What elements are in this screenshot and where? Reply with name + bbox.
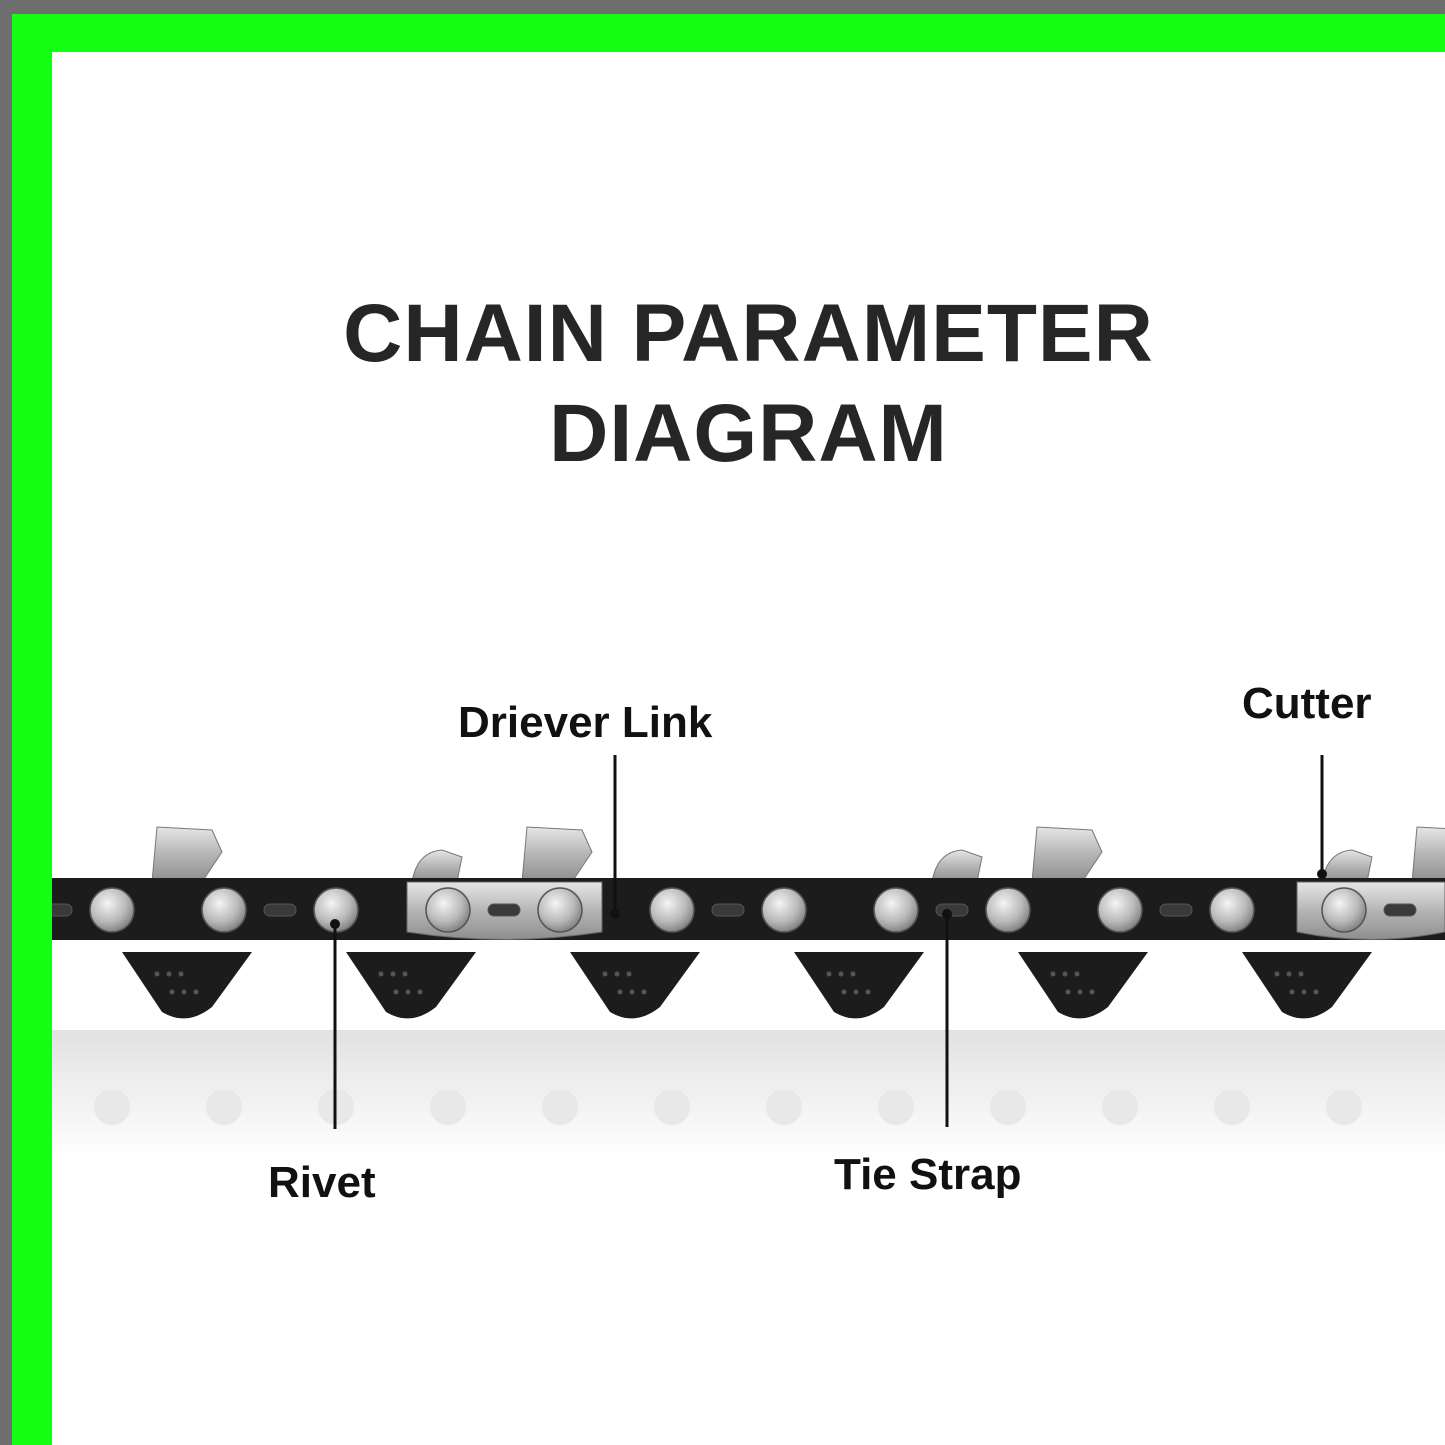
- chain-reflection: [52, 1030, 1445, 1160]
- fin-hole: [602, 971, 608, 977]
- fin-hole: [614, 971, 620, 977]
- cutter-tooth: [521, 826, 593, 883]
- rivet-reflection: [94, 1089, 130, 1125]
- cutter-tooth: [1031, 826, 1103, 883]
- fin-hole: [166, 971, 172, 977]
- rivet: [425, 887, 471, 933]
- rivet-reflection: [990, 1089, 1026, 1125]
- fin-hole: [402, 971, 408, 977]
- rivet-reflection: [206, 1089, 242, 1125]
- fin-hole: [181, 989, 187, 995]
- fin-hole: [850, 971, 856, 977]
- cutter-label: Cutter: [1242, 679, 1372, 728]
- driver-link-fin: [794, 952, 924, 1019]
- fin-hole: [1089, 989, 1095, 995]
- fin-hole: [1062, 971, 1068, 977]
- rivet-label: Rivet: [268, 1158, 376, 1207]
- rivet: [1209, 887, 1255, 933]
- diagram-canvas: CHAIN PARAMETER DIAGRAM: [52, 52, 1445, 1445]
- tie-strap-slot: [1159, 903, 1193, 917]
- tie-strap-slot: [711, 903, 745, 917]
- driver-link-fin: [570, 952, 700, 1019]
- rivet-reflection: [654, 1089, 690, 1125]
- chain: [52, 826, 1445, 1125]
- fin-hole: [629, 989, 635, 995]
- fin-hole: [865, 989, 871, 995]
- depth-gauge: [931, 849, 983, 883]
- fin-hole: [1289, 989, 1295, 995]
- fin-hole: [417, 989, 423, 995]
- fin-hole: [626, 971, 632, 977]
- rivet: [1097, 887, 1143, 933]
- fin-hole: [154, 971, 160, 977]
- tie-strap-leader-dot: [942, 909, 952, 919]
- fin-hole: [838, 971, 844, 977]
- tie-strap-slot: [487, 903, 521, 917]
- fin-hole: [826, 971, 832, 977]
- fin-hole: [1313, 989, 1319, 995]
- driver-link-label: Driever Link: [458, 698, 713, 747]
- fin-hole: [1065, 989, 1071, 995]
- tie-strap-slot: [52, 903, 73, 917]
- rivet: [985, 887, 1031, 933]
- fin-hole: [1286, 971, 1292, 977]
- fin-hole: [378, 971, 384, 977]
- page-title: CHAIN PARAMETER DIAGRAM: [52, 284, 1445, 484]
- fin-hole: [1301, 989, 1307, 995]
- rivet: [1321, 887, 1367, 933]
- rivet: [201, 887, 247, 933]
- depth-gauge: [1321, 849, 1373, 883]
- tie-strap-slot: [263, 903, 297, 917]
- rivet-leader-dot: [330, 919, 340, 929]
- fin-hole: [617, 989, 623, 995]
- tie-strap-slot: [1383, 903, 1417, 917]
- fin-hole: [853, 989, 859, 995]
- fin-hole: [1074, 971, 1080, 977]
- rivet-reflection: [1214, 1089, 1250, 1125]
- fin-hole: [1077, 989, 1083, 995]
- rivet: [537, 887, 583, 933]
- rivet-reflection: [430, 1089, 466, 1125]
- driver-link-fin: [346, 952, 476, 1019]
- rivet-reflection: [878, 1089, 914, 1125]
- fin-hole: [841, 989, 847, 995]
- fin-hole: [178, 971, 184, 977]
- rivet: [649, 887, 695, 933]
- rivet: [873, 887, 919, 933]
- tie-strap-label: Tie Strap: [834, 1150, 1022, 1199]
- title-line-1: CHAIN PARAMETER: [343, 288, 1154, 379]
- rivet-reflection: [542, 1089, 578, 1125]
- rivet-reflection: [1326, 1089, 1362, 1125]
- fin-hole: [193, 989, 199, 995]
- cutter-tooth: [151, 826, 223, 883]
- title-line-2: DIAGRAM: [549, 388, 948, 479]
- driver-link-leader-dot: [610, 909, 620, 919]
- fin-hole: [1274, 971, 1280, 977]
- fin-hole: [1298, 971, 1304, 977]
- cutter-leader-dot: [1317, 869, 1327, 879]
- fin-hole: [390, 971, 396, 977]
- fin-hole: [405, 989, 411, 995]
- depth-gauge: [411, 849, 463, 883]
- rivet: [89, 887, 135, 933]
- rivet-reflection: [1102, 1089, 1138, 1125]
- fin-hole: [169, 989, 175, 995]
- cutter-tooth: [1411, 826, 1445, 883]
- fin-hole: [1050, 971, 1056, 977]
- rivet-reflection: [766, 1089, 802, 1125]
- driver-link-fin: [1018, 952, 1148, 1019]
- chain-illustration: [52, 755, 1445, 1160]
- fin-hole: [393, 989, 399, 995]
- rivet: [761, 887, 807, 933]
- driver-link-fin: [1242, 952, 1372, 1019]
- cutter-side-plate: [1296, 881, 1445, 940]
- tie-strap-slot: [935, 903, 969, 917]
- driver-link-fin: [122, 952, 252, 1019]
- fin-hole: [641, 989, 647, 995]
